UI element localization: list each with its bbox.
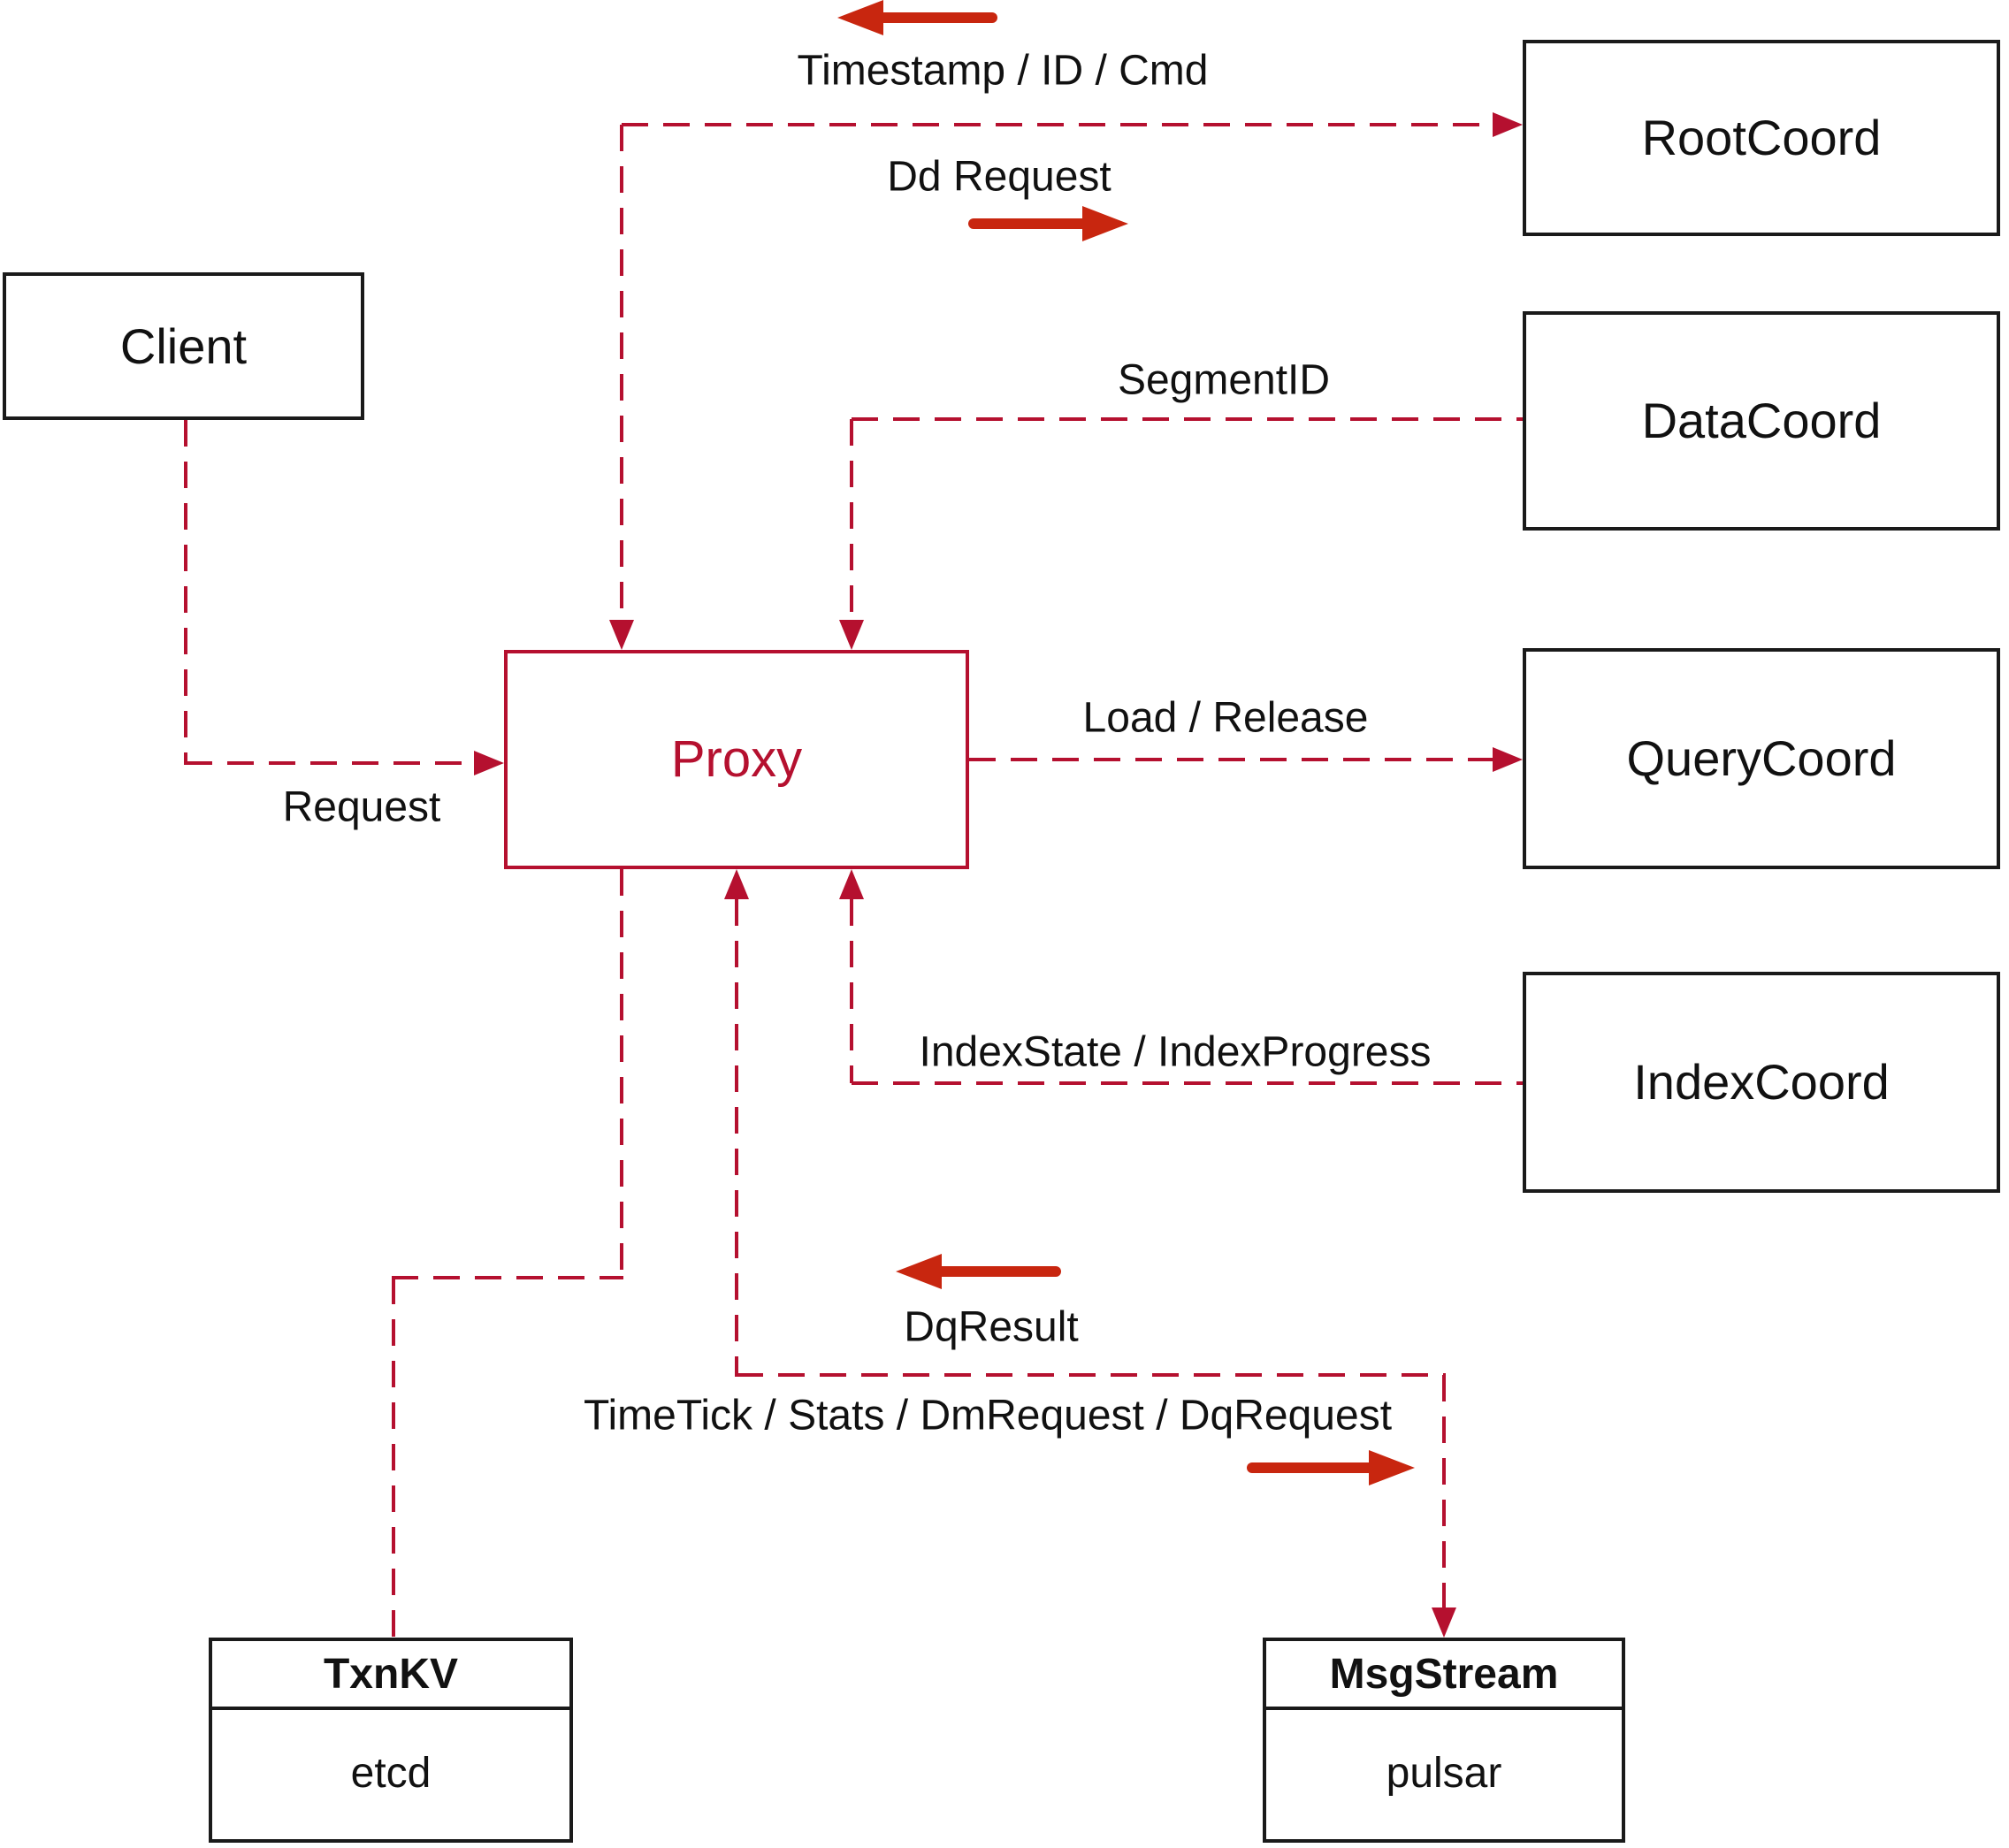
edge-label-dd-request: Dd Request (887, 153, 1111, 201)
edge-proxy-msgstream-horizontal (737, 1373, 1446, 1377)
edge-proxy-querycoord-horizontal (969, 758, 1493, 761)
node-msgstream-implementation: pulsar (1386, 1749, 1502, 1797)
node-txnkv: TxnKV etcd (209, 1638, 573, 1843)
node-indexcoord-label: IndexCoord (1633, 1054, 1890, 1110)
edge-client-proxy-horizontal (186, 761, 474, 765)
direction-arrow-right-timetick-icon (1247, 1450, 1415, 1485)
direction-arrow-left-rootcoord-icon (837, 0, 997, 35)
edge-label-dqresult: DqResult (904, 1303, 1079, 1351)
node-datacoord: DataCoord (1523, 311, 2000, 531)
node-client-label: Client (119, 317, 248, 374)
node-datacoord-label: DataCoord (1641, 393, 1882, 448)
arrowhead-into-proxy-left-icon (474, 751, 504, 775)
arrowhead-into-proxy-bottom-right-icon (839, 869, 864, 899)
arrow-shaft (935, 1266, 1061, 1277)
node-txnkv-implementation: etcd (350, 1749, 432, 1797)
arrowhead-into-rootcoord-icon (1493, 112, 1523, 137)
edge-label-request: Request (282, 783, 441, 831)
arrow-shaft (876, 12, 997, 23)
edge-proxy-msgstream-vertical-2 (1442, 1375, 1446, 1607)
edge-label-indexstate-indexprogress: IndexState / IndexProgress (919, 1028, 1432, 1076)
arrowhead-into-proxy-top-left-icon (609, 620, 634, 650)
edge-proxy-txnkv-horizontal (392, 1276, 623, 1279)
arrow-shaft (968, 218, 1089, 229)
arrow-head (896, 1254, 942, 1289)
node-rootcoord-label: RootCoord (1641, 110, 1882, 165)
node-proxy: Proxy (504, 650, 969, 869)
arrowhead-into-msgstream-icon (1432, 1607, 1456, 1638)
edge-client-proxy-vertical (184, 420, 187, 765)
edge-label-timestamp-id-cmd: Timestamp / ID / Cmd (797, 47, 1209, 95)
node-msgstream-title: MsgStream (1266, 1641, 1622, 1710)
arrowhead-into-proxy-bottom-left-icon (724, 869, 749, 899)
arrow-head (837, 0, 883, 35)
edge-proxy-rootcoord-vertical (620, 125, 623, 620)
node-client: Client (3, 272, 364, 420)
arrowhead-into-querycoord-icon (1493, 747, 1523, 772)
node-msgstream: MsgStream pulsar (1263, 1638, 1625, 1843)
node-querycoord: QueryCoord (1523, 648, 2000, 869)
direction-arrow-right-dd-request-icon (968, 206, 1128, 241)
edge-indexcoord-proxy-vertical (850, 899, 853, 1083)
edge-proxy-txnkv-vertical-1 (620, 869, 623, 1279)
edge-indexcoord-proxy-horizontal (852, 1081, 1523, 1085)
arrow-head (1369, 1450, 1415, 1485)
direction-arrow-left-dqresult-icon (896, 1254, 1061, 1289)
edge-datacoord-proxy-vertical (850, 419, 853, 620)
edge-datacoord-proxy-horizontal (852, 417, 1523, 421)
node-proxy-label: Proxy (670, 730, 803, 788)
node-indexcoord: IndexCoord (1523, 972, 2000, 1193)
edge-label-load-release: Load / Release (1082, 694, 1369, 742)
arrow-shaft (1247, 1462, 1376, 1473)
edge-proxy-rootcoord-horizontal (622, 123, 1493, 126)
edge-proxy-txnkv-vertical-2 (392, 1278, 395, 1638)
edge-label-timetick-stats: TimeTick / Stats / DmRequest / DqRequest (583, 1392, 1393, 1439)
node-querycoord-label: QueryCoord (1626, 730, 1897, 786)
node-txnkv-title: TxnKV (212, 1641, 569, 1710)
edge-proxy-msgstream-vertical-1 (735, 899, 738, 1377)
arrowhead-into-proxy-top-right-icon (839, 620, 864, 650)
node-rootcoord: RootCoord (1523, 40, 2000, 236)
edge-label-segment-id: SegmentID (1117, 356, 1331, 404)
arrow-head (1082, 206, 1128, 241)
